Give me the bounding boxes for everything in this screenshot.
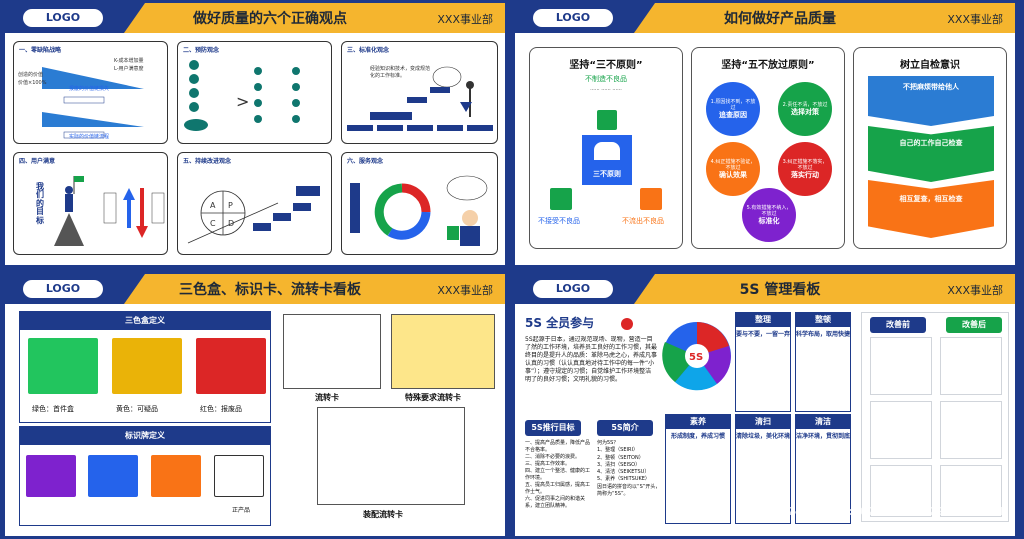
id-card-def: 标识牌定义 正产品 [19,426,271,526]
service-box: 六、服务观念 [341,152,498,255]
5s-target-list: 一、提高产品质量，降低产品不合格率。二、消除不必要的浪费。三、提高工作效率。四、… [525,440,591,509]
svg-text:5S: 5S [689,352,703,363]
people-icon [607,310,647,336]
before-after-area: 改善前 改善后 [861,312,1009,522]
svg-text:>: > [236,92,249,111]
5s-all-title: 5S 全员参与 [525,316,595,330]
logo: LOGO [533,9,613,27]
panel-title: 三色盒、标识卡、流转卡看板 [179,282,361,298]
customer-satisfaction-box: 四、用户满意 我们的目标 [13,152,168,255]
5s-brief-tab[interactable]: 5S简介 [597,420,653,436]
logo: LOGO [23,280,103,298]
after-tab[interactable]: 改善后 [946,317,1002,333]
5s-target-tab[interactable]: 5S推行目标 [525,420,581,436]
dept-label: XXX事业部 [437,284,493,297]
prevention-box: 二、预防观念 > [177,41,332,144]
green-box-image [28,338,98,394]
panel-product-quality: LOGO 如何做好产品质量 XXX事业部 坚持“三不原则” 不制造不良品 ···… [515,3,1015,265]
zero-defect-box: 一、零缺陷战略 K-成本增加量 L-用户满意度 创造的价值 价值×100% 报废… [13,41,168,144]
5s-card-seiso: 清扫清除垃圾，美化环境 [735,414,791,524]
check-icon [550,188,572,210]
svg-text:P: P [228,201,233,210]
panel-three-color-boxes: LOGO 三色盒、标识卡、流转卡看板 XXX事业部 三色盒定义 绿色：首件盒 黄… [5,274,505,536]
5s-wheel: 5S [662,322,731,391]
panel-header: LOGO 三色盒、标识卡、流转卡看板 XXX事业部 [5,274,505,304]
panel-title: 5S 管理看板 [739,282,821,298]
purple-card [26,455,76,497]
5s-card-shitsuke: 素养形成制度，养成习惯 [665,414,731,524]
transfer-card-image [283,314,381,389]
watermark-right: ID:574726 NO:20240616102933540101 [762,505,1006,518]
dept-label: XXX事业部 [437,13,493,26]
panel-header: LOGO 5S 管理看板 XXX事业部 [515,274,1015,304]
special-card-image [391,314,495,389]
magnifier-icon [640,188,662,210]
improvement-diagram: APCD [187,186,320,244]
three-no-principle-card: 坚持“三不原则” 不制造不良品 ······ ······ ······ 三不原… [529,47,683,249]
5s-intro: 5S起源于日本，通过规范现场、现物，营造一目了然的工作环境，培养员工良好的工作习… [525,336,657,384]
three-color-box-def: 三色盒定义 绿色：首件盒 黄色：可疑品 红色：报废品 [19,311,271,423]
self-check-card: 树立自检意识 不把麻烦带给他人 自己的工作自己检查 相互复查，相互检查 [853,47,1007,249]
5s-card-seiton: 整顿科学布局，取用快捷 [795,312,851,412]
before-tab[interactable]: 改善前 [870,317,926,333]
5s-brief-list: 何为5S？1、整理（SEIRI）2、整顿（SEITON）3、清扫（SEISO）4… [597,440,661,497]
logo: LOGO [533,280,613,298]
panel-title: 做好质量的六个正确观点 [193,11,347,27]
dept-label: XXX事业部 [947,13,1003,26]
orange-card [151,455,201,497]
panel-header: LOGO 如何做好产品质量 XXX事业部 [515,3,1015,33]
svg-text:A: A [210,201,216,210]
panel-title: 如何做好产品质量 [724,11,836,27]
customer-diagram [54,176,165,246]
white-card [214,455,264,497]
people-icon [594,142,620,160]
dept-label: XXX事业部 [947,284,1003,297]
service-diagram [350,175,488,246]
watermark-left: 昵图网 www.nipic.com [20,502,198,520]
logo: LOGO [23,9,103,27]
blue-card [88,455,138,497]
continuous-improvement-box: 五、持续改进观念 APCD [177,152,332,255]
assembly-card-image [317,407,465,505]
standardization-diagram [347,66,493,131]
clock-icon [597,110,617,130]
yellow-box-image [112,338,182,394]
red-box-image [196,338,266,394]
panel-six-viewpoints: LOGO 做好质量的六个正确观点 XXX事业部 一、零缺陷战略 K-成本增加量 … [5,3,505,265]
zero-defect-diagram [42,67,144,139]
five-no-principle-card: 坚持“五不放过原则” 1.原因找不到，不放过追查原因 2.责任不清，不放过选择对… [691,47,845,249]
5s-card-seiketsu: 清洁洁净环境，贯彻到底 [795,414,851,524]
standardization-box: 三、标准化观念 经验知识和技术，变成规范化的工作标准。 [341,41,498,144]
5s-card-seiri: 整理要与不要，一留一弃 [735,312,791,412]
prevention-diagram: > [184,60,300,131]
panel-header: LOGO 做好质量的六个正确观点 XXX事业部 [5,3,505,33]
panel-5s-management: LOGO 5S 管理看板 XXX事业部 5S 全员参与 5S起源于日本，通过规范… [515,274,1015,536]
svg-text:C: C [210,219,216,228]
